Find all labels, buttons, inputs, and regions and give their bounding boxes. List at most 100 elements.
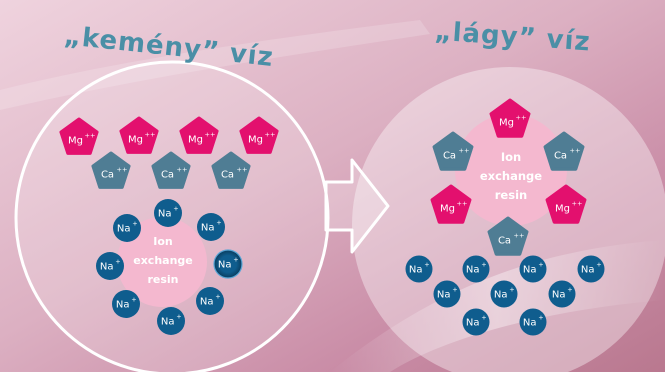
na-circle-icon [96,252,124,280]
mg-pentagon-icon [430,184,472,224]
ion-layer: Mg++Mg++Mg++Mg++Ca++Ca++Ca++Na+Na+Na+Na+… [59,98,605,336]
ca-ion-charge: ++ [514,232,525,240]
ca-ion: Ca++ [487,216,529,256]
mg-ion: Mg++ [179,116,219,154]
svg-text:exchange: exchange [133,254,193,267]
svg-text:Ion: Ion [153,235,172,248]
na-ion-charge: + [538,261,543,269]
na-ion-charge: + [596,261,601,269]
na-circle-icon [196,287,224,315]
mg-ion: Mg++ [489,98,531,138]
hard-resin-label: Ion exchange resin [133,235,193,286]
ca-ion-charge: ++ [237,166,248,174]
ca-pentagon-icon [432,131,474,171]
na-ion-charge: + [538,314,543,322]
mg-ion-charge: ++ [145,131,156,139]
na-ion-charge: + [176,313,181,321]
na-ion-charge: + [173,205,178,213]
ca-ion-label: Ca [554,151,567,162]
na-ion: Na+ [490,280,518,308]
na-ion: Na+ [96,252,124,280]
na-circle-icon [548,280,576,308]
mg-ion: Mg++ [59,117,99,155]
na-ion: Na+ [519,255,547,283]
mg-pentagon-icon [59,117,99,155]
ca-ion-label: Ca [221,170,234,181]
mg-ion: Mg++ [545,184,587,224]
na-ion-label: Na [116,299,130,310]
ca-pentagon-icon [543,131,585,171]
na-ion-charge: + [509,286,514,294]
svg-text:resin: resin [495,188,527,202]
ca-ion: Ca++ [211,151,251,189]
na-circle-icon [462,255,490,283]
ca-pentagon-icon [487,216,529,256]
na-ion-label: Na [523,264,537,275]
ca-pentagon-icon [151,151,191,189]
na-ion-label: Na [161,316,175,327]
na-ion: Na+ [462,255,490,283]
na-circle-icon [213,249,243,279]
na-ion-label: Na [117,223,131,234]
mg-ion: Mg++ [430,184,472,224]
mg-pentagon-icon [545,184,587,224]
mg-pentagon-icon [119,116,159,154]
soft-resin [455,114,567,226]
mg-ion-charge: ++ [85,132,96,140]
na-circle-icon [113,214,141,242]
na-ion-charge: + [115,258,120,266]
na-ion: Na+ [112,290,140,318]
na-circle-icon [519,255,547,283]
ca-ion-label: Ca [101,170,114,181]
na-ion-charge: + [481,314,486,322]
svg-text:exchange: exchange [480,169,542,183]
soft-resin-label: Ion exchange resin [480,150,542,202]
na-ion: Na+ [433,280,461,308]
na-ion: Na+ [577,255,605,283]
mg-pentagon-icon [489,98,531,138]
na-ion-label: Na [523,317,537,328]
na-ion-label: Na [100,261,114,272]
mg-ion-label: Mg [555,204,570,215]
na-ion: Na+ [196,287,224,315]
na-ion: Na+ [154,199,182,227]
mg-ion-label: Mg [128,135,143,146]
ca-ion-charge: ++ [117,166,128,174]
na-ion-charge: + [567,286,572,294]
na-ion-label: Na [200,296,214,307]
na-ion: Na+ [213,249,243,279]
ca-pentagon-icon [211,151,251,189]
na-circle-icon [154,199,182,227]
mg-ion-label: Mg [440,204,455,215]
mg-ion-label: Mg [68,136,83,147]
ca-ion: Ca++ [91,151,131,189]
na-ion: Na+ [113,214,141,242]
na-ion-charge: + [481,261,486,269]
mg-ion: Mg++ [119,116,159,154]
ca-ion-label: Ca [498,236,511,247]
na-ion-charge: + [452,286,457,294]
na-ion-label: Na [466,317,480,328]
na-circle-icon [405,255,433,283]
na-circle-icon [577,255,605,283]
ca-ion: Ca++ [151,151,191,189]
na-ion: Na+ [157,307,185,335]
na-ion-charge: + [132,220,137,228]
mg-pentagon-icon [179,116,219,154]
mg-ion-charge: ++ [265,131,276,139]
na-circle-icon [433,280,461,308]
mg-ion-label: Mg [188,135,203,146]
na-ion-label: Na [581,264,595,275]
mg-ion-label: Mg [248,135,263,146]
ca-ion-label: Ca [161,170,174,181]
na-ion-charge: + [424,261,429,269]
hard-resin [117,217,207,307]
na-ion-label: Na [494,289,508,300]
na-circle-icon [112,290,140,318]
mg-ion-label: Mg [499,118,514,129]
mg-ion-charge: ++ [572,200,583,208]
na-ion-label: Na [409,264,423,275]
na-ion: Na+ [197,213,225,241]
na-ion-charge: + [233,256,238,264]
